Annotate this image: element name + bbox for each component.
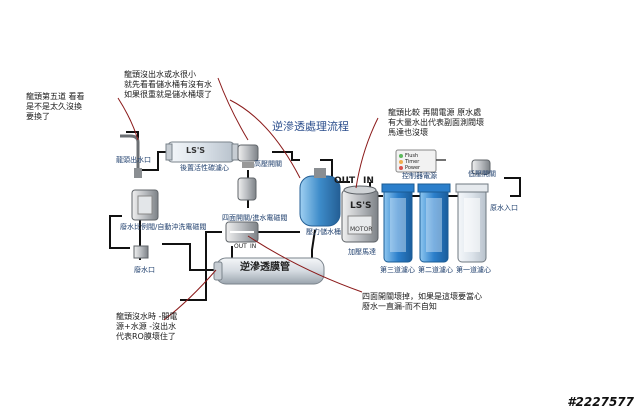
note-ro-membrane: 龍頭沒水時 -開電 源+水源 -沒出水 代表RO膜壞住了 (116, 312, 178, 341)
low-pressure-switch-icon (471, 159, 491, 175)
four-way-valve-caption: 四面開關/進水電磁閥 (222, 214, 288, 222)
filter-1-caption: 第一道濾心 (456, 266, 491, 274)
filter-canister-3-icon (381, 183, 415, 263)
filter-canister-1-icon (455, 183, 489, 263)
booster-pump-icon (341, 185, 379, 243)
tank-caption: 壓力儲水桶 (306, 228, 341, 236)
note-tank-check: 龍頭沒出水或水很小 就先看看儲水桶有沒有水 如果很重就是儲水桶壞了 (124, 70, 212, 99)
filter-3-caption: 第三道濾心 (380, 266, 415, 274)
post-filter-brand-label: LS'S (186, 146, 206, 155)
status-timer-label: Timer (405, 159, 420, 165)
low-pressure-switch-caption: 低壓開關 (468, 170, 496, 178)
drain-caption: 廢水口 (134, 266, 155, 274)
note-power-check: 龍頭比較 再關電源 原水處 有大量水出代表副面測閥壞 馬達也沒壞 (388, 108, 484, 137)
waste-valve-icon (131, 189, 159, 221)
note-replace-outlet: 龍頭第五道 看看 是不是太久沒換 要換了 (26, 92, 85, 121)
post-filter-caption: 後置活性碳濾心 (180, 164, 229, 172)
pump-out-label: OUT (334, 176, 356, 186)
status-power-label: Power (405, 165, 421, 171)
water-inlet-caption: 原水入口 (490, 204, 518, 212)
drain-icon (133, 245, 149, 259)
membrane-housing-label: 逆滲透膜管 (240, 262, 290, 273)
control-box-caption: 控制器電源 (402, 172, 437, 180)
pump-motor-label: MOTOR (350, 226, 373, 233)
note-valve-check: 四面開關壞掉，如果是這壞要當心 廢水一直漏-而不自知 (362, 292, 482, 311)
switch-out-label: OUT (234, 243, 247, 250)
waste-valve-caption: 廢水比例閥/自動沖洗電磁閥 (120, 223, 207, 231)
callout-leaders (117, 77, 379, 321)
filter-2-caption: 第二道濾心 (418, 266, 453, 274)
pump-brand-label: LS'S (350, 201, 372, 211)
filter-canister-2-icon (417, 183, 451, 263)
pump-in-label: IN (363, 176, 374, 186)
status-flush-label: Flush (405, 153, 419, 159)
pressure-tank-icon (299, 168, 341, 227)
diagram-title: 逆滲透處理流程 (272, 120, 349, 133)
high-pressure-switch-caption: 高壓開關 (254, 160, 282, 168)
check-valve-icon (237, 177, 257, 201)
watermark-id: #2227577 (567, 395, 634, 409)
control-box-icon (395, 149, 446, 173)
high-pressure-switch-icon (237, 144, 259, 168)
switch-in-label: IN (250, 243, 257, 250)
faucet-caption: 龍頭出水口 (116, 156, 151, 164)
pump-caption: 加壓馬達 (348, 248, 376, 256)
faucet-icon (120, 134, 142, 178)
